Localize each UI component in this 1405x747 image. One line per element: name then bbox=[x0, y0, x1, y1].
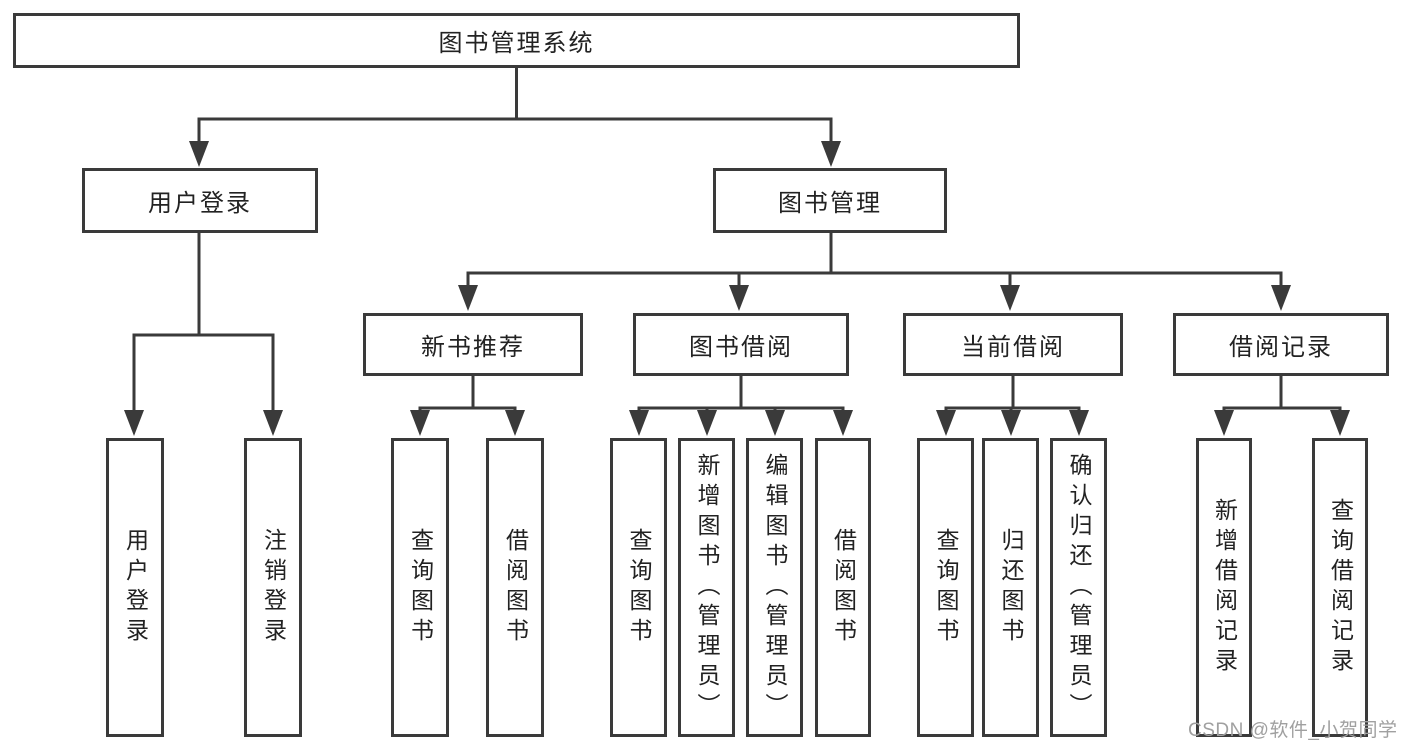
leaf-logout: 注销登录 bbox=[244, 438, 302, 737]
connector-user-login-to-leaves bbox=[124, 233, 283, 436]
leaf-query-books: 查询图书 bbox=[391, 438, 449, 737]
node-book-borrow: 图书借阅 bbox=[633, 313, 849, 376]
leaf-return-book: 归还图书 bbox=[982, 438, 1039, 737]
node-label: 查询借阅记录 bbox=[1327, 497, 1354, 678]
node-label: 用户登录 bbox=[122, 527, 149, 648]
leaf-add-book-admin: 新增图书（管理员） bbox=[678, 438, 735, 737]
leaf-borrow-books: 借阅图书 bbox=[815, 438, 871, 737]
node-borrow-records: 借阅记录 bbox=[1173, 313, 1389, 376]
leaf-query-borrow-record: 查询借阅记录 bbox=[1312, 438, 1368, 737]
node-label: 查询图书 bbox=[407, 527, 434, 648]
leaf-borrow-books: 借阅图书 bbox=[486, 438, 544, 737]
connector-book-borrow-to-leaves bbox=[629, 376, 853, 436]
leaf-query-books: 查询图书 bbox=[610, 438, 667, 737]
connector-current-borrow-to-leaves bbox=[936, 376, 1089, 436]
connector-new-books-to-leaves bbox=[410, 376, 525, 436]
node-label: 当前借阅 bbox=[961, 334, 1065, 361]
node-new-book-recommend: 新书推荐 bbox=[363, 313, 583, 376]
node-library-management-system: 图书管理系统 bbox=[13, 13, 1020, 68]
node-label: 新增借阅记录 bbox=[1211, 497, 1238, 678]
node-label: 确认归还（管理员） bbox=[1066, 452, 1092, 723]
node-label: 借阅图书 bbox=[830, 527, 857, 648]
csdn-watermark: CSDN @软件_小贺同学 bbox=[1188, 720, 1398, 741]
leaf-add-borrow-record: 新增借阅记录 bbox=[1196, 438, 1252, 737]
node-label: 图书管理 bbox=[778, 190, 882, 217]
leaf-user-login: 用户登录 bbox=[106, 438, 164, 737]
node-label: 查询图书 bbox=[626, 527, 652, 648]
leaf-confirm-return-admin: 确认归还（管理员） bbox=[1050, 438, 1107, 737]
leaf-query-books: 查询图书 bbox=[917, 438, 974, 737]
node-label: 用户登录 bbox=[148, 190, 252, 217]
connector-borrow-records-to-leaves bbox=[1214, 376, 1350, 436]
node-label: 编辑图书（管理员） bbox=[762, 452, 788, 723]
node-user-login: 用户登录 bbox=[82, 168, 318, 233]
node-label: 图书管理系统 bbox=[438, 30, 595, 57]
node-label: 新增图书（管理员） bbox=[694, 452, 720, 723]
node-label: 新书推荐 bbox=[421, 334, 525, 361]
connector-book-management-to-level3 bbox=[458, 233, 1291, 311]
node-label: 注销登录 bbox=[260, 527, 287, 648]
node-label: 查询图书 bbox=[933, 527, 959, 648]
node-book-management: 图书管理 bbox=[713, 168, 947, 233]
node-current-borrow: 当前借阅 bbox=[903, 313, 1123, 376]
leaf-edit-book-admin: 编辑图书（管理员） bbox=[746, 438, 803, 737]
node-label: 归还图书 bbox=[998, 527, 1024, 648]
connector-root-to-level2 bbox=[189, 68, 841, 167]
node-label: 借阅记录 bbox=[1229, 334, 1333, 361]
node-label: 图书借阅 bbox=[689, 334, 793, 361]
node-label: 借阅图书 bbox=[502, 527, 529, 648]
